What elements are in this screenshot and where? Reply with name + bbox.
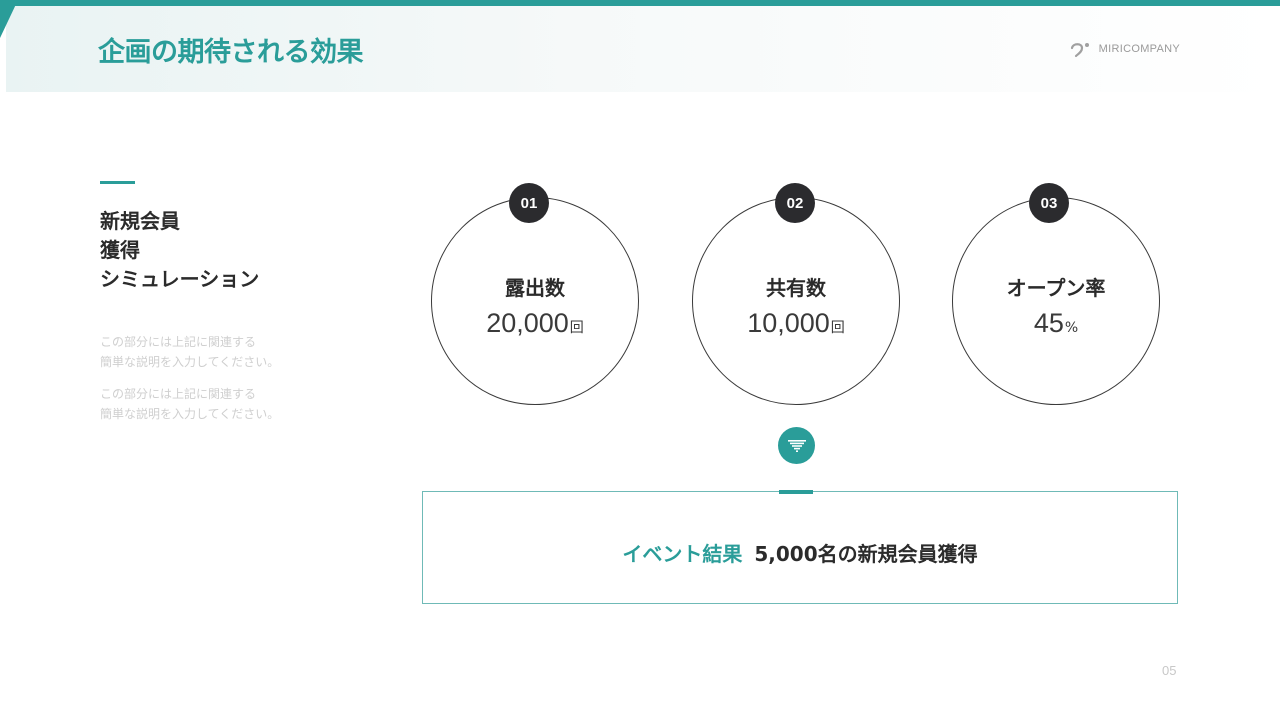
section-title-line: 新規会員	[100, 209, 180, 233]
top-accent-bar	[0, 0, 1280, 6]
result-accent-notch	[779, 490, 813, 494]
metric-unit: 回	[830, 320, 845, 336]
metric-number: 10,000	[747, 308, 830, 338]
metric-unit: 回	[569, 320, 584, 336]
description-line: この部分には上記に関連する	[100, 335, 257, 349]
metric-unit: %	[1064, 320, 1079, 336]
brand: MIRICOMPANY	[1069, 40, 1180, 58]
section-title: 新規会員 獲得 シミュレーション	[100, 207, 259, 294]
brand-logo-icon	[1070, 43, 1089, 58]
step-badge-03: 03	[1029, 183, 1069, 223]
step-badge-01: 01	[509, 183, 549, 223]
metric-circle-exposure: 露出数 20,000回	[431, 197, 639, 405]
section-accent-line	[100, 181, 135, 184]
metric-label: 露出数	[505, 276, 565, 300]
description-line: 簡単な説明を入力してください。	[100, 355, 280, 369]
metric-value: 20,000回	[432, 308, 638, 339]
down-arrow-icon	[787, 439, 806, 452]
metric-value: 10,000回	[693, 308, 899, 339]
metric-number: 45	[1033, 308, 1064, 338]
metric-label: オープン率	[1006, 276, 1106, 300]
corner-accent	[0, 0, 18, 38]
page-number: 05	[1162, 663, 1177, 678]
step-badge-02: 02	[775, 183, 815, 223]
section-title-line: シミュレーション	[100, 267, 260, 291]
page-title: 企画の期待される効果	[98, 37, 364, 68]
metric-circle-open-rate: オープン率 45%	[952, 197, 1160, 405]
metric-label: 共有数	[766, 276, 826, 300]
description-line: この部分には上記に関連する	[100, 387, 257, 401]
metric-value: 45%	[953, 308, 1159, 339]
brand-name: MIRICOMPANY	[1098, 43, 1180, 55]
description-line: 簡単な説明を入力してください。	[100, 407, 280, 421]
description-text: この部分には上記に関連する 簡単な説明を入力してください。	[100, 384, 279, 424]
section-title-line: 獲得	[100, 238, 140, 262]
metric-circle-shares: 共有数 10,000回	[692, 197, 900, 405]
result-text: 5,000名の新規会員獲得	[754, 542, 978, 566]
result-box: イベント結果 5,000名の新規会員獲得	[422, 491, 1178, 604]
metric-number: 20,000	[486, 308, 569, 338]
result-label: イベント結果	[622, 542, 743, 566]
description-text: この部分には上記に関連する 簡単な説明を入力してください。	[100, 332, 279, 372]
result-line: イベント結果 5,000名の新規会員獲得	[423, 538, 1177, 567]
header-band	[6, 6, 1280, 92]
down-arrow-button	[778, 427, 815, 464]
